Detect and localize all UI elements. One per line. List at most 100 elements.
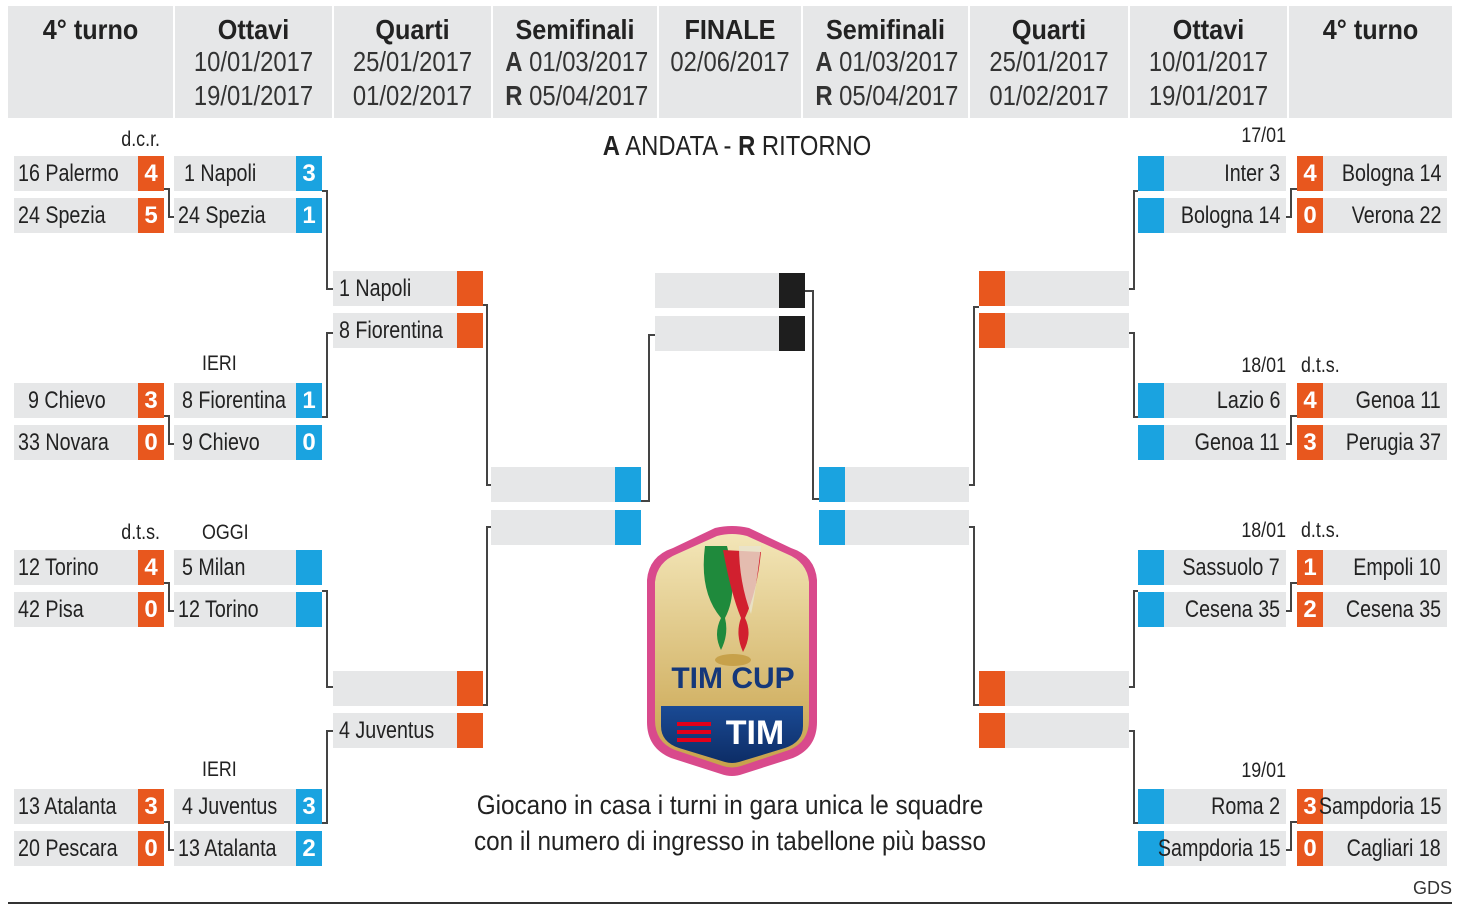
score-badge: 0 <box>1297 831 1323 866</box>
note-date: 17/01 <box>1241 124 1286 147</box>
header-col-semifinali-right: Semifinali A 01/03/2017 R 05/04/2017 <box>815 14 959 112</box>
score-badge <box>1138 550 1164 585</box>
score-badge: 4 <box>1297 383 1323 418</box>
score-badge: 1 <box>1297 550 1323 585</box>
header-col-turno4-left: 4° turno <box>42 14 139 45</box>
note-dts: d.t.s. <box>121 521 160 544</box>
right-quarti-slot-1 <box>979 271 1129 306</box>
logo-text-tim: TIM <box>726 714 785 752</box>
note-dcr: d.c.r. <box>121 128 160 151</box>
score-badge <box>296 592 322 627</box>
header-col-quarti-right: Quarti 25/01/2017 01/02/2017 <box>989 14 1109 112</box>
score-badge: 0 <box>138 831 164 866</box>
score-badge: 0 <box>1297 198 1323 233</box>
note-ieri: IERI <box>202 352 237 375</box>
score-badge: 2 <box>296 831 322 866</box>
note-ieri: IERI <box>202 758 237 781</box>
left-quarti-slot-1: 1 Napoli <box>333 271 483 306</box>
header-bar <box>8 6 1452 118</box>
info-line-1: Giocano in casa i turni in gara unica le… <box>476 790 984 820</box>
score-badge: 5 <box>138 198 164 233</box>
score-badge <box>1138 383 1164 418</box>
right-quarti-slot-4 <box>979 713 1129 748</box>
right-ottavi-slot-4: Genoa 11 <box>1138 425 1286 460</box>
finale-slot-1 <box>655 273 805 308</box>
finale-slot-2 <box>655 316 805 351</box>
right-ottavi-slot-7: Roma 2 <box>1138 789 1286 824</box>
score-badge: 4 <box>138 550 164 585</box>
header-col-turno4-right: 4° turno <box>1322 14 1419 45</box>
score-badge: 3 <box>1297 789 1323 824</box>
bottom-rule <box>8 902 1452 904</box>
note-dts: d.t.s. <box>1301 519 1340 542</box>
left-quarti-slot-3 <box>333 671 483 706</box>
right-ottavi-slot-2: Bologna 14 <box>1138 198 1286 233</box>
logo-text-tim-cup: TIM CUP <box>671 662 794 695</box>
score-badge: 4 <box>138 156 164 191</box>
score-badge: 1 <box>296 383 322 418</box>
left-semifinale-slot-2 <box>491 510 641 545</box>
score-badge <box>457 313 483 348</box>
header-col-quarti-left: Quarti 25/01/2017 01/02/2017 <box>352 14 473 112</box>
score-badge <box>457 271 483 306</box>
score-badge: 1 <box>296 198 322 233</box>
score-badge: 3 <box>1297 425 1323 460</box>
score-badge: 3 <box>138 383 164 418</box>
right-ottavi-slot-1: Inter 3 <box>1138 156 1286 191</box>
left-ottavi-slot-6: 12 Torino <box>174 592 322 627</box>
score-badge <box>296 550 322 585</box>
note-dts: d.t.s. <box>1301 354 1340 377</box>
score-badge <box>1138 831 1164 866</box>
score-badge: 0 <box>138 425 164 460</box>
score-badge <box>1138 789 1164 824</box>
score-badge: 3 <box>296 156 322 191</box>
header-col-semifinali-left: Semifinali A 01/03/2017 R 05/04/2017 <box>505 14 649 112</box>
header-col-finale: FINALE 02/06/2017 <box>670 14 790 78</box>
header-col-ottavi-right: Ottavi 10/01/2017 19/01/2017 <box>1148 14 1269 112</box>
score-badge <box>1138 156 1164 191</box>
left-quarti-slot-4: 4 Juventus <box>333 713 483 748</box>
right-semifinale-slot-1 <box>819 467 969 502</box>
note-date: 18/01 <box>1241 354 1286 377</box>
right-ottavi-slot-3: Lazio 6 <box>1138 383 1286 418</box>
score-badge <box>1138 592 1164 627</box>
right-ottavi-slot-8: Sampdoria 15 <box>1138 831 1286 866</box>
header-col-ottavi-left: Ottavi 10/01/2017 19/01/2017 <box>193 14 314 112</box>
score-badge: 3 <box>296 789 322 824</box>
note-date: 19/01 <box>1241 759 1286 782</box>
right-quarti-slot-2 <box>979 313 1129 348</box>
credit: GDS <box>1412 878 1452 898</box>
tim-stripes-icon <box>677 722 711 742</box>
left-semifinale-slot-1 <box>491 467 641 502</box>
note-date: 18/01 <box>1241 519 1286 542</box>
score-badge: 0 <box>296 425 322 460</box>
score-badge: 4 <box>1297 156 1323 191</box>
score-badge <box>1138 198 1164 233</box>
score-badge: 2 <box>1297 592 1323 627</box>
left-quarti-slot-2: 8 Fiorentina <box>333 313 483 348</box>
score-badge: 3 <box>138 789 164 824</box>
right-semifinale-slot-2 <box>819 510 969 545</box>
right-ottavi-slot-6: Cesena 35 <box>1138 592 1286 627</box>
legend-andata-ritorno: A ANDATA - R RITORNO <box>602 130 872 161</box>
